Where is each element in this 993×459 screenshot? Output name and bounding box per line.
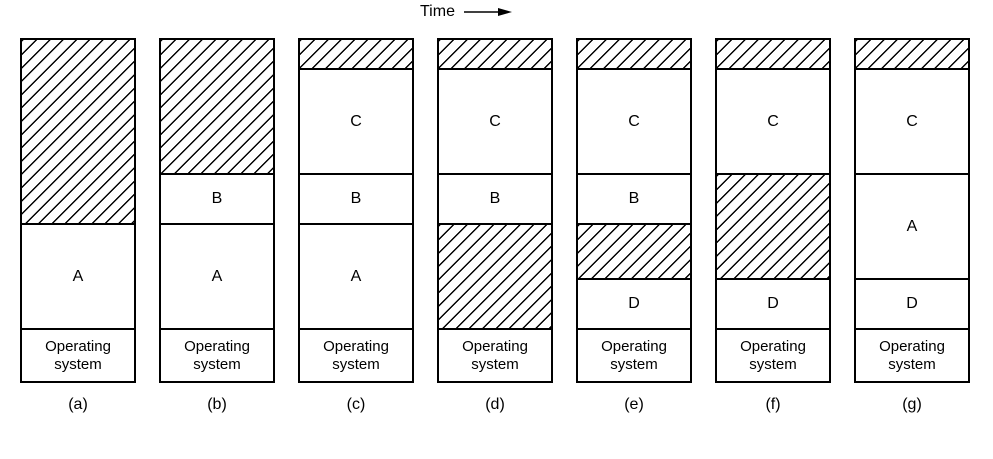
process-label: C bbox=[906, 112, 918, 130]
operating-system-label-line: Operating bbox=[45, 337, 111, 355]
operating-system-label-line: Operating bbox=[601, 337, 667, 355]
column-caption: (c) bbox=[346, 396, 366, 413]
column-caption: (a) bbox=[68, 396, 88, 413]
operating-system-label-line: system bbox=[54, 355, 102, 373]
time-axis-label: Time bbox=[420, 3, 455, 20]
column-caption: (f) bbox=[765, 396, 781, 413]
unused-memory-hatched-region bbox=[578, 225, 690, 280]
process-region-d: D bbox=[578, 280, 690, 330]
operating-system-label-line: Operating bbox=[462, 337, 528, 355]
operating-system-label-line: Operating bbox=[740, 337, 806, 355]
process-label: B bbox=[489, 190, 501, 207]
operating-system-label-line: system bbox=[610, 355, 658, 373]
operating-system-label-line: system bbox=[749, 355, 797, 373]
process-region-a: A bbox=[856, 175, 968, 280]
process-region-b: B bbox=[161, 175, 273, 225]
operating-system-label-line: system bbox=[888, 355, 936, 373]
process-region-c: C bbox=[439, 70, 551, 175]
unused-memory-hatched-region bbox=[439, 225, 551, 330]
process-label: D bbox=[628, 295, 640, 312]
process-label: A bbox=[211, 267, 223, 285]
process-label: D bbox=[906, 295, 918, 312]
process-region-c: C bbox=[717, 70, 829, 175]
process-region-a: A bbox=[22, 225, 134, 330]
column-caption: (e) bbox=[624, 396, 644, 413]
process-region-d: D bbox=[856, 280, 968, 330]
operating-system-label-line: Operating bbox=[323, 337, 389, 355]
operating-system-label-line: system bbox=[332, 355, 380, 373]
unused-memory-hatched-region bbox=[300, 40, 412, 70]
process-region-c: C bbox=[300, 70, 412, 175]
operating-system-label-line: system bbox=[193, 355, 241, 373]
process-region-c: C bbox=[578, 70, 690, 175]
process-label: D bbox=[767, 295, 779, 312]
unused-memory-hatched-region bbox=[22, 40, 134, 225]
process-label: A bbox=[350, 267, 362, 285]
unused-memory-hatched-region bbox=[856, 40, 968, 70]
column-caption: (d) bbox=[485, 396, 505, 413]
process-label: C bbox=[767, 112, 779, 130]
process-label: B bbox=[350, 190, 362, 207]
unused-memory-hatched-region bbox=[717, 40, 829, 70]
process-region-b: B bbox=[578, 175, 690, 225]
process-label: C bbox=[628, 112, 640, 130]
process-label: C bbox=[350, 112, 362, 130]
operating-system-label-line: system bbox=[471, 355, 519, 373]
process-label: B bbox=[211, 190, 223, 207]
process-region-b: B bbox=[300, 175, 412, 225]
operating-system-label-line: Operating bbox=[184, 337, 250, 355]
process-label: B bbox=[628, 190, 640, 207]
column-caption: (b) bbox=[207, 396, 227, 413]
process-label: A bbox=[72, 267, 84, 285]
process-region-a: A bbox=[161, 225, 273, 330]
process-label: A bbox=[906, 217, 918, 235]
unused-memory-hatched-region bbox=[439, 40, 551, 70]
process-region-a: A bbox=[300, 225, 412, 330]
process-region-b: B bbox=[439, 175, 551, 225]
process-region-d: D bbox=[717, 280, 829, 330]
unused-memory-hatched-region bbox=[161, 40, 273, 175]
time-axis-header: Time bbox=[420, 3, 512, 21]
unused-memory-hatched-region bbox=[717, 175, 829, 280]
right-arrow-icon bbox=[463, 8, 512, 16]
process-region-c: C bbox=[856, 70, 968, 175]
operating-system-label-line: Operating bbox=[879, 337, 945, 355]
process-label: C bbox=[489, 112, 501, 130]
column-caption: (g) bbox=[902, 396, 922, 413]
unused-memory-hatched-region bbox=[578, 40, 690, 70]
